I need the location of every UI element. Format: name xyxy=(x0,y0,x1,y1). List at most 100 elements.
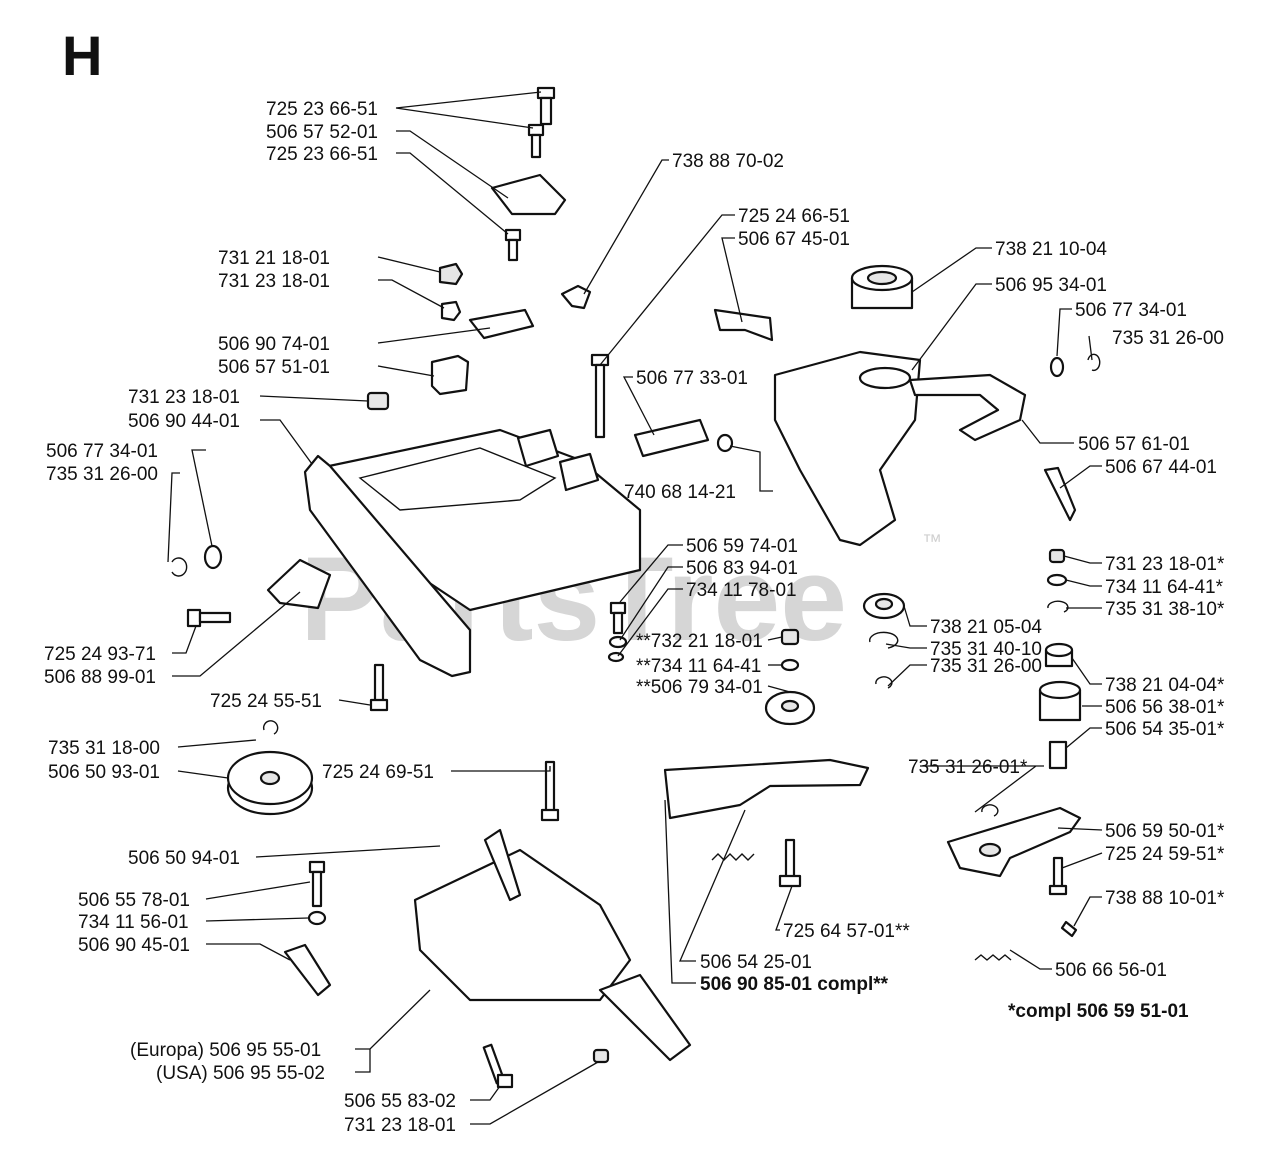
part-label: 506 59 74-01 xyxy=(686,536,798,557)
bolt-mid xyxy=(504,228,522,262)
parts-illustration xyxy=(171,86,1101,1089)
nut-731-23-star xyxy=(1048,548,1066,564)
washer-506-77-34-right xyxy=(1049,356,1065,378)
part-label: 506 90 45-01 xyxy=(78,935,190,956)
part-label: 740 68 14-21 xyxy=(624,482,736,503)
nut-731-21 xyxy=(438,262,464,286)
part-label: (Europa) 506 95 55-01 xyxy=(130,1040,321,1061)
part-label: 725 24 93-71 xyxy=(44,644,156,665)
part-label: 506 55 83-02 xyxy=(344,1091,456,1112)
washer-506-77-34-left xyxy=(203,544,223,570)
part-label: 506 54 25-01 xyxy=(700,952,812,973)
lever-59-50 xyxy=(946,806,1082,878)
part-label: 731 21 18-01 xyxy=(218,248,330,269)
bolt-64-57 xyxy=(778,838,802,888)
circlip-735-31-26-left xyxy=(171,557,188,577)
part-label: 725 24 66-51 xyxy=(738,206,850,227)
part-label: (USA) 506 95 55-02 xyxy=(156,1063,325,1084)
compl-note-star: *compl 506 59 51-01 xyxy=(1008,1001,1189,1022)
part-label: 506 57 51-01 xyxy=(218,357,330,378)
bolt-24-93 xyxy=(186,608,232,628)
lever-pivot xyxy=(978,842,1002,858)
part-label: 731 23 18-01 xyxy=(128,387,240,408)
bolt-top-2 xyxy=(527,123,545,159)
part-label: 738 88 70-02 xyxy=(672,151,784,172)
part-label: 506 55 78-01 xyxy=(78,890,190,911)
part-label: 725 24 69-51 xyxy=(322,762,434,783)
part-label: 738 21 04-04* xyxy=(1105,675,1225,696)
circlip-735-31-26-right xyxy=(1087,353,1101,372)
bracket-88-99 xyxy=(266,558,332,610)
clip-67-44 xyxy=(1043,466,1077,522)
part-label: 731 23 18-01 xyxy=(218,271,330,292)
part-label: 506 54 35-01* xyxy=(1105,719,1225,740)
bolt-55-83 xyxy=(482,1043,514,1089)
part-label: 735 31 18-00 xyxy=(48,738,160,759)
bolt-24-69 xyxy=(540,760,560,822)
bearing-21-04-star xyxy=(1044,642,1074,668)
part-label: 506 59 50-01* xyxy=(1105,821,1225,842)
part-label: 506 88 99-01 xyxy=(44,667,156,688)
part-label: 506 57 61-01 xyxy=(1078,434,1190,455)
part-label: 506 66 56-01 xyxy=(1055,960,1167,981)
idler-arm xyxy=(663,758,870,820)
bolt-24-55 xyxy=(369,663,389,712)
circlip-735-31-18 xyxy=(262,720,279,735)
washer-11-78 xyxy=(607,651,625,663)
circlip-735-31-26-lower xyxy=(875,676,893,689)
transmission-shaft-top xyxy=(483,828,522,902)
circlip-735-31-38-star xyxy=(1047,600,1069,613)
circlip-735-31-26-01 xyxy=(981,804,999,817)
washer-734-11-64-star xyxy=(1046,573,1068,587)
frame-front-bumper xyxy=(303,454,472,678)
steering-housing xyxy=(773,350,922,547)
part-label: 506 90 74-01 xyxy=(218,334,330,355)
washer-83-94 xyxy=(608,635,628,649)
bolt-top-1 xyxy=(536,86,556,126)
plate-90-45 xyxy=(283,943,332,997)
part-labels: 725 23 66-51 506 57 52-01 725 23 66-51 7… xyxy=(44,99,1225,1136)
part-label: 506 77 33-01 xyxy=(636,368,748,389)
part-label: 734 11 64-41* xyxy=(1105,577,1224,598)
idler-pulley xyxy=(764,690,816,726)
nut-732-21 xyxy=(780,628,800,646)
part-label: 725 23 66-51 xyxy=(266,99,378,120)
screw-88-10-star xyxy=(1060,920,1078,938)
section-letter: H xyxy=(62,24,102,87)
clip-67-45 xyxy=(713,308,774,342)
bolt-55-78 xyxy=(308,860,326,908)
bracket-plate xyxy=(490,173,567,216)
nut-731-23-b xyxy=(366,391,390,411)
part-label: 738 88 10-01* xyxy=(1105,888,1225,909)
long-bolt xyxy=(590,353,610,439)
part-label: 506 83 94-01 xyxy=(686,558,798,579)
part-label: 735 31 38-10* xyxy=(1105,599,1225,620)
part-label: 506 90 44-01 xyxy=(128,411,240,432)
part-label: 735 31 40-10 xyxy=(930,639,1042,660)
part-label: 725 24 59-51* xyxy=(1105,844,1225,865)
sleeve-77-33 xyxy=(633,418,710,458)
part-label: 506 67 45-01 xyxy=(738,229,850,250)
washer-734-11-64 xyxy=(780,658,800,672)
part-label: 506 50 93-01 xyxy=(48,762,160,783)
housing-bore xyxy=(858,366,912,390)
part-label: **734 11 64-41 xyxy=(636,656,761,677)
part-label: 735 31 26-00 xyxy=(1112,328,1224,349)
frame-block-right xyxy=(558,452,600,492)
part-label: 506 77 34-01 xyxy=(1075,300,1187,321)
part-label: 731 23 18-01* xyxy=(1105,554,1225,575)
part-label: 725 24 55-51 xyxy=(210,691,322,712)
part-label: 725 64 57-01** xyxy=(783,921,910,942)
housing-arm xyxy=(908,373,1027,442)
part-label: 725 23 66-51 xyxy=(266,144,378,165)
part-label: 735 31 26-01* xyxy=(908,757,1028,778)
bolt-59-74 xyxy=(609,601,627,635)
part-label: **506 79 34-01 xyxy=(636,677,763,698)
part-label: 506 56 38-01* xyxy=(1105,697,1225,718)
part-label: 735 31 26-00 xyxy=(46,464,158,485)
nut-731-23 xyxy=(440,300,462,322)
spring-left xyxy=(711,853,755,861)
bearing-21-10 xyxy=(850,264,914,310)
